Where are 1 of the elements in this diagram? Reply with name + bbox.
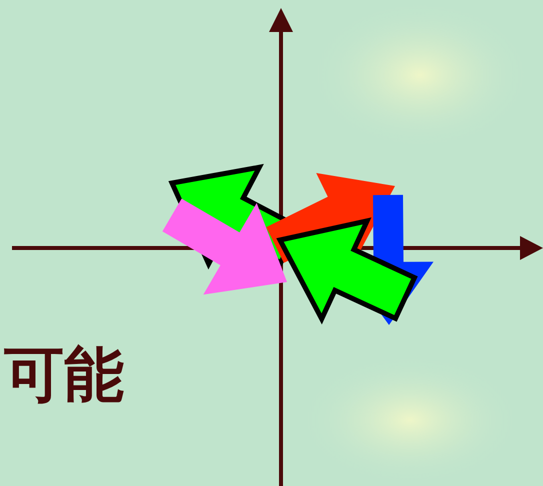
axis-note: 可能 — [4, 345, 124, 405]
